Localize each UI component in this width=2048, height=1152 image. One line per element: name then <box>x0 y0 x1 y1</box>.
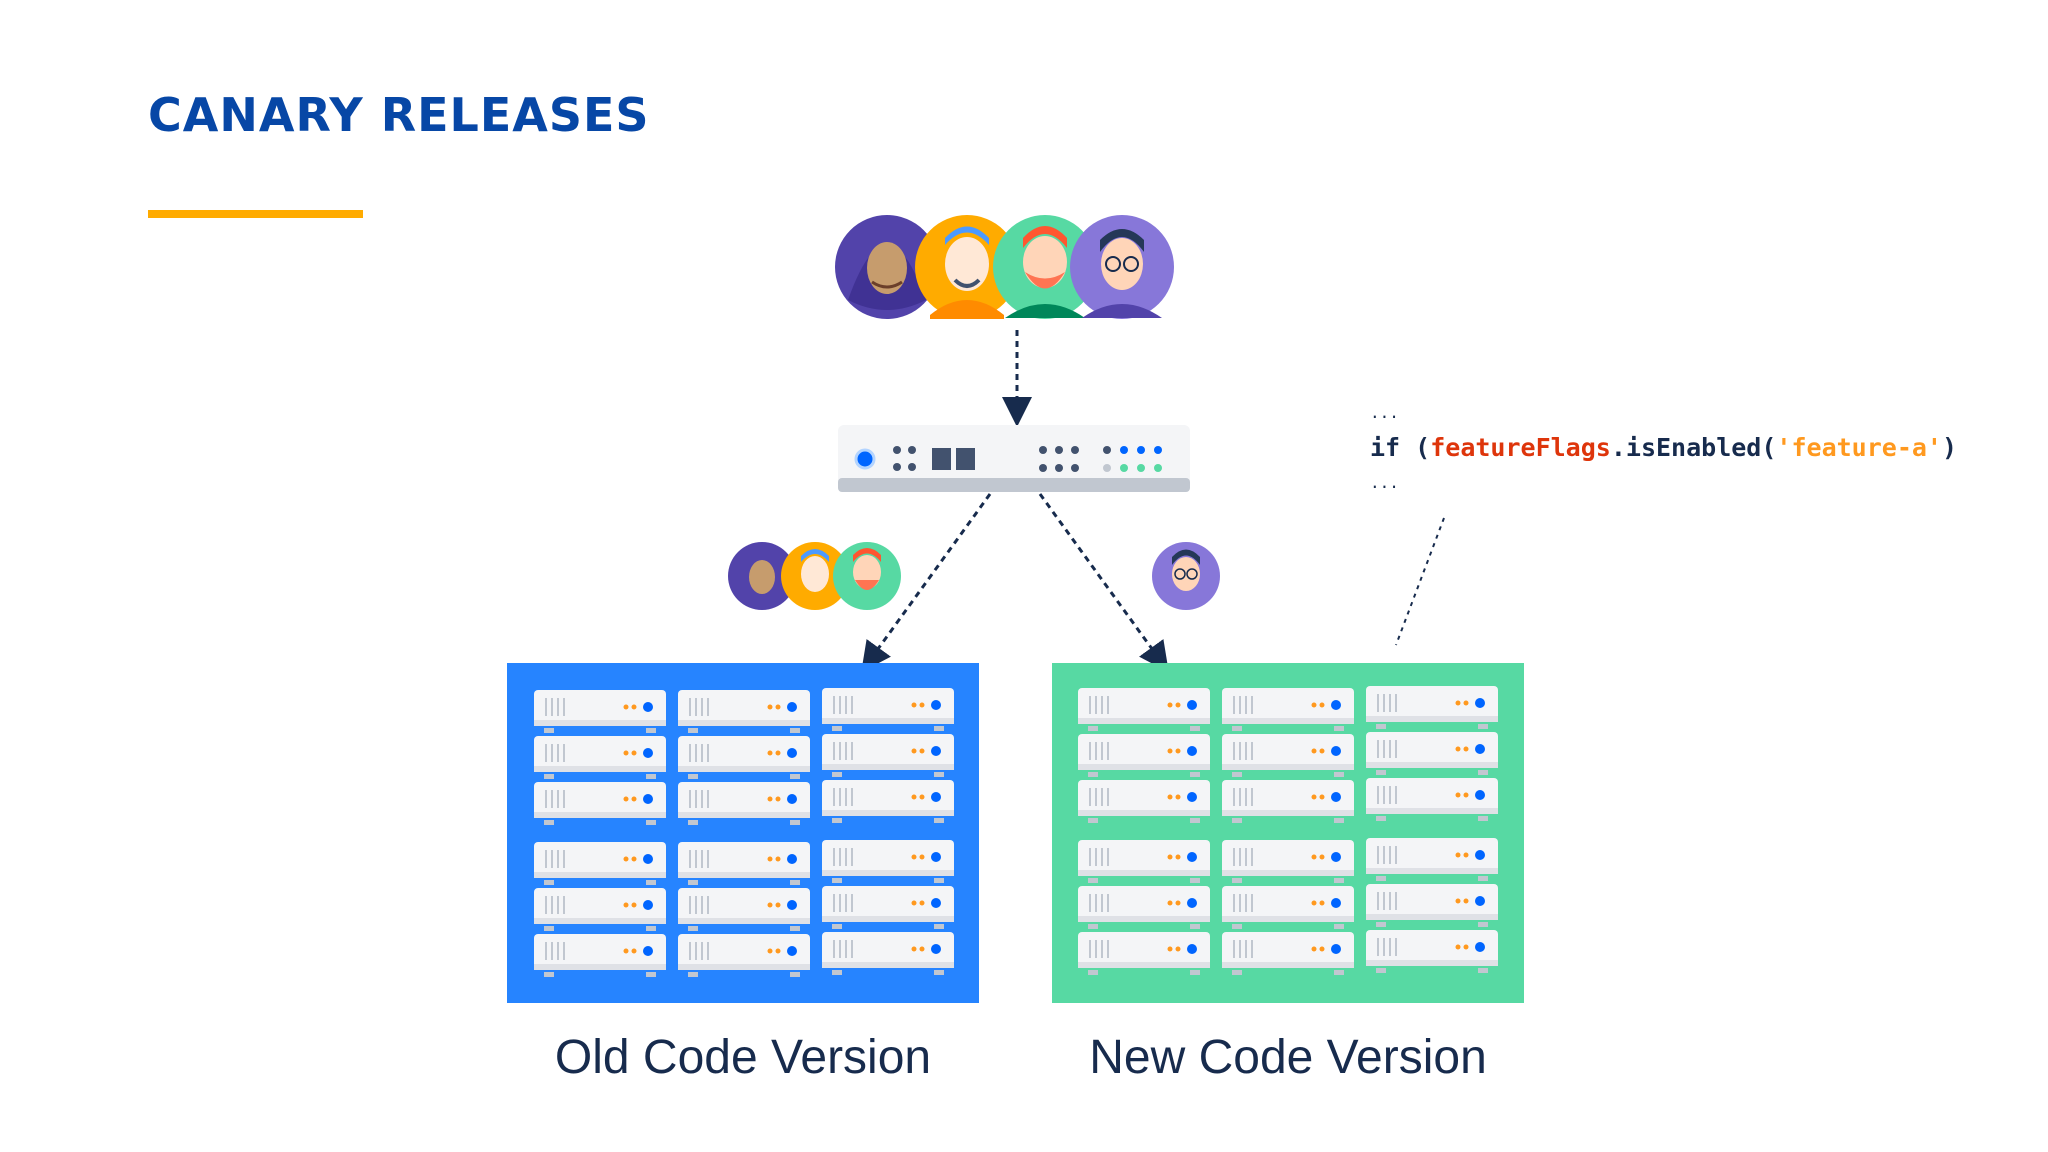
user-group-all <box>835 215 1174 319</box>
code-ellipsis-top: ... <box>1370 403 1399 422</box>
page-title: CANARY RELEASES <box>148 88 650 142</box>
code-ellipsis-bottom: ... <box>1370 473 1399 492</box>
title-underline <box>148 210 363 218</box>
old-code-server-group <box>507 663 979 1003</box>
code-argument: 'feature-a' <box>1776 433 1942 462</box>
arrow-balancer-to-new <box>1038 493 1169 673</box>
code-pointer-line <box>1395 517 1445 646</box>
load-balancer-icon <box>838 425 1190 492</box>
avatar-user-1 <box>835 215 939 319</box>
new-code-version-label: New Code Version <box>1089 1031 1487 1084</box>
avatar-user-4 <box>1070 215 1174 319</box>
code-snippet: ... if (featureFlags.isEnabled('feature-a… <box>1370 398 1957 498</box>
user-group-new <box>1152 542 1220 610</box>
arrow-balancer-to-old <box>861 493 992 673</box>
code-object: featureFlags <box>1430 433 1611 462</box>
old-code-version-label: Old Code Version <box>554 1031 932 1084</box>
new-code-server-group <box>1052 663 1524 1003</box>
code-method: .isEnabled( <box>1610 433 1777 462</box>
code-close: ) <box>1942 433 1958 462</box>
code-keyword: if ( <box>1370 433 1431 462</box>
user-group-old <box>728 542 901 610</box>
avatar-user-3 <box>993 215 1097 319</box>
avatar-user-2 <box>915 215 1019 319</box>
